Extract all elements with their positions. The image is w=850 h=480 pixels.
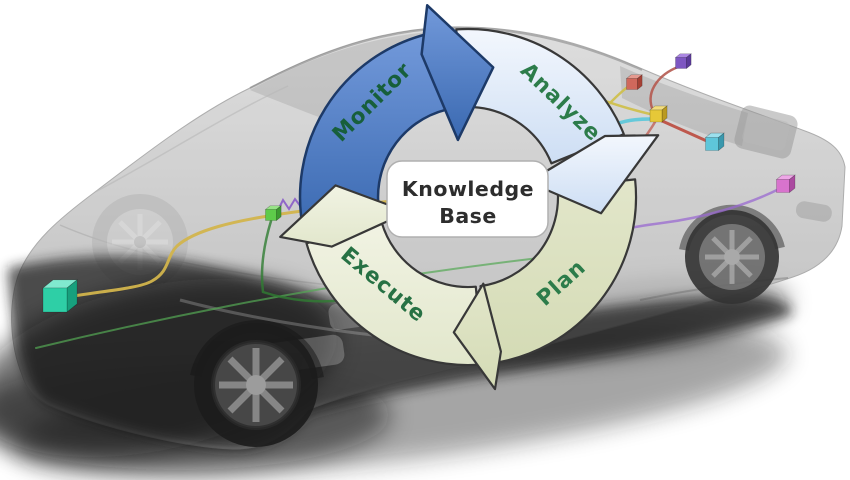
hood-crease — [94, 85, 289, 193]
execute-arrow-tail — [305, 220, 484, 367]
monitor-arrow-tail — [298, 32, 448, 234]
sensor-cube-cyan-face — [705, 137, 719, 151]
plan-arrow-head — [452, 282, 502, 391]
rear-reflector — [795, 201, 832, 222]
monitor-arrow-head — [420, 4, 495, 142]
sensor-cubes — [42, 53, 796, 313]
sensor-cube-cyan — [704, 132, 725, 152]
sensor-cube-green-face — [265, 209, 277, 221]
sensor-cube-pink — [775, 174, 796, 194]
ecu-module-cube-face — [42, 287, 68, 313]
wire-green-drop — [260, 219, 347, 303]
knowledge-base-box: Knowledge Base — [386, 160, 549, 238]
front-wheel — [194, 323, 318, 447]
sensor-cube-red-face — [626, 78, 638, 90]
sensor-cube-pink-face — [776, 179, 790, 193]
rear-window-inner — [742, 113, 790, 151]
knowledge-base-line2: Base — [439, 204, 497, 228]
sensor-cube-yellow-face — [649, 109, 663, 123]
rear-quarter-glass — [620, 66, 748, 146]
sensor-cube-red — [625, 74, 643, 91]
wire-red-link — [649, 65, 680, 110]
analyze-arrow-tail — [455, 27, 625, 165]
wire-purple-zigzag — [276, 197, 302, 213]
sensor-cube-green — [264, 205, 282, 222]
car-illustration — [0, 26, 846, 477]
ecu-module-cube — [42, 279, 78, 313]
execute-arrow-head — [279, 184, 409, 248]
sensor-cube-purple — [674, 53, 692, 70]
rear-wheel-arch — [679, 204, 785, 252]
sensor-cube-purple-face — [675, 57, 687, 69]
rear-wheel — [685, 210, 779, 304]
analyze-arrow-head — [527, 134, 660, 215]
plan-arrow-tail — [479, 178, 638, 365]
sensor-cube-yellow — [649, 105, 668, 123]
knowledge-base-background — [386, 160, 549, 238]
knowledge-base-line1: Knowledge — [402, 177, 534, 201]
